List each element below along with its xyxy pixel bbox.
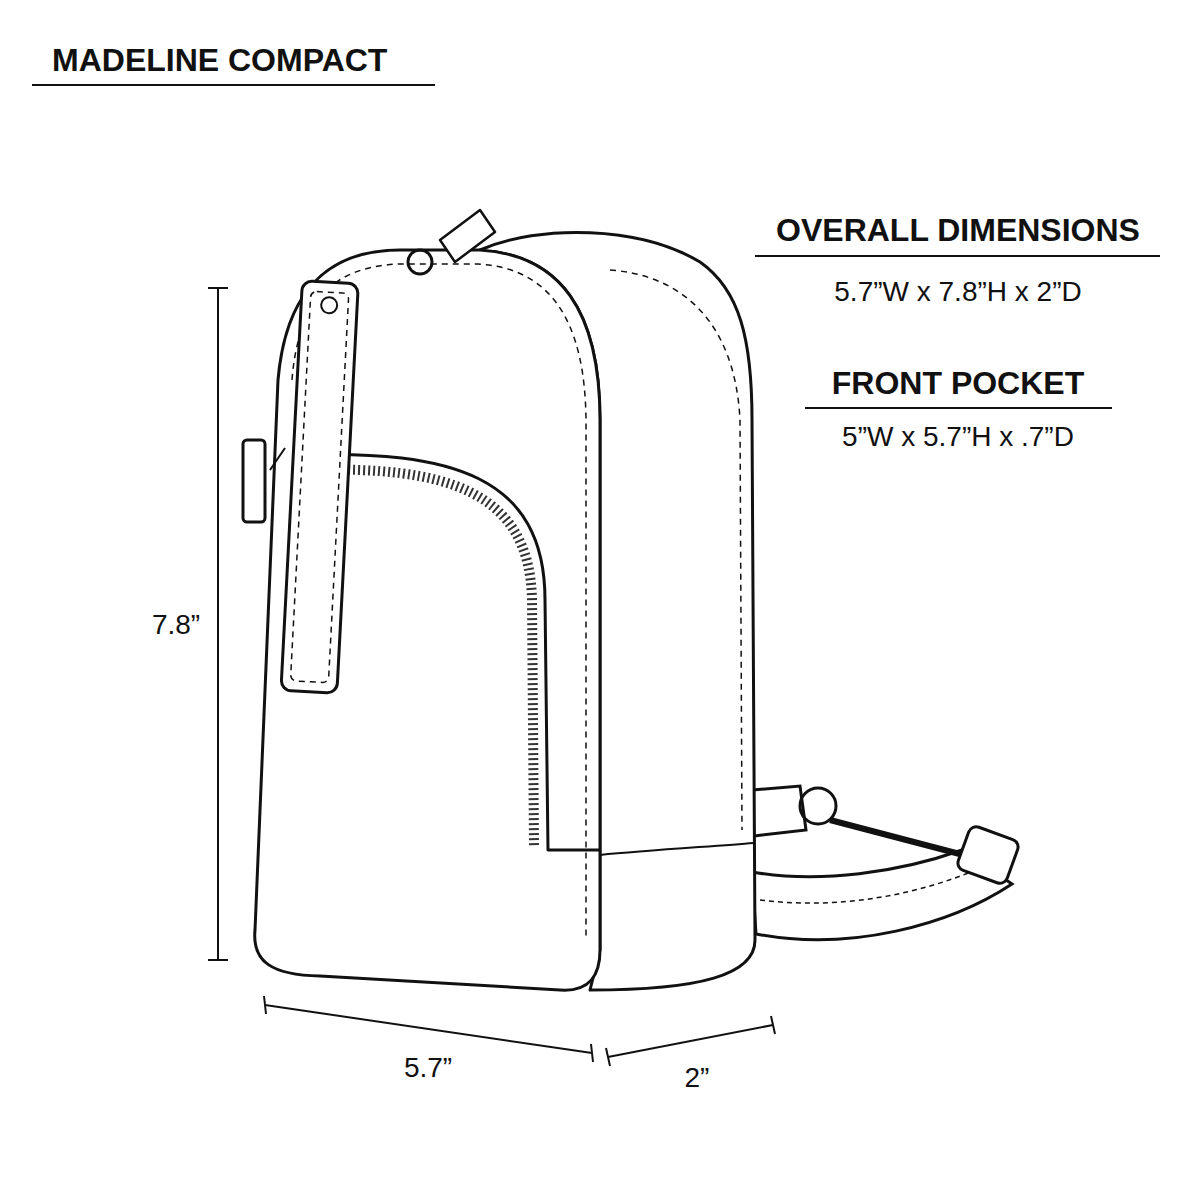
tick xyxy=(591,1044,593,1062)
strap-stitch xyxy=(760,866,985,903)
heading-rule xyxy=(805,407,1112,409)
dimension-lines xyxy=(208,288,775,1066)
depth-line xyxy=(608,1025,773,1057)
diagram-title: MADELINE COMPACT xyxy=(52,44,387,76)
strap-connector xyxy=(830,820,975,858)
title-rule xyxy=(32,84,435,86)
tick xyxy=(606,1048,610,1066)
dimension-text: 5”W x 5.7”H x .7”D xyxy=(842,423,1074,451)
dimension-text: 5.7”W x 7.8”H x 2”D xyxy=(834,278,1081,306)
pull-tab xyxy=(281,281,358,693)
dimension-label: 7.8” xyxy=(152,611,200,639)
dimension-label: 2” xyxy=(685,1064,710,1092)
height-line xyxy=(217,288,219,960)
section-heading: OVERALL DIMENSIONS xyxy=(776,214,1140,246)
width-line xyxy=(265,1005,592,1053)
tick xyxy=(208,287,228,289)
buckle xyxy=(956,824,1021,885)
section-heading: FRONT POCKET xyxy=(832,367,1084,399)
gusset-stitch xyxy=(610,270,742,830)
split-ring xyxy=(408,250,432,274)
front-panel xyxy=(255,250,600,990)
tick xyxy=(208,959,228,961)
pocket-zipper-pull xyxy=(243,440,265,522)
bag-body xyxy=(243,210,755,990)
zipper-end xyxy=(270,448,285,470)
strap-tab xyxy=(752,786,806,836)
dimension-label: 5.7” xyxy=(404,1054,452,1082)
heading-rule xyxy=(755,255,1160,257)
tick xyxy=(264,996,266,1014)
gusset-seam xyxy=(600,843,753,855)
strap xyxy=(752,786,1020,940)
tick xyxy=(771,1016,775,1034)
zipper-slider xyxy=(440,210,495,262)
